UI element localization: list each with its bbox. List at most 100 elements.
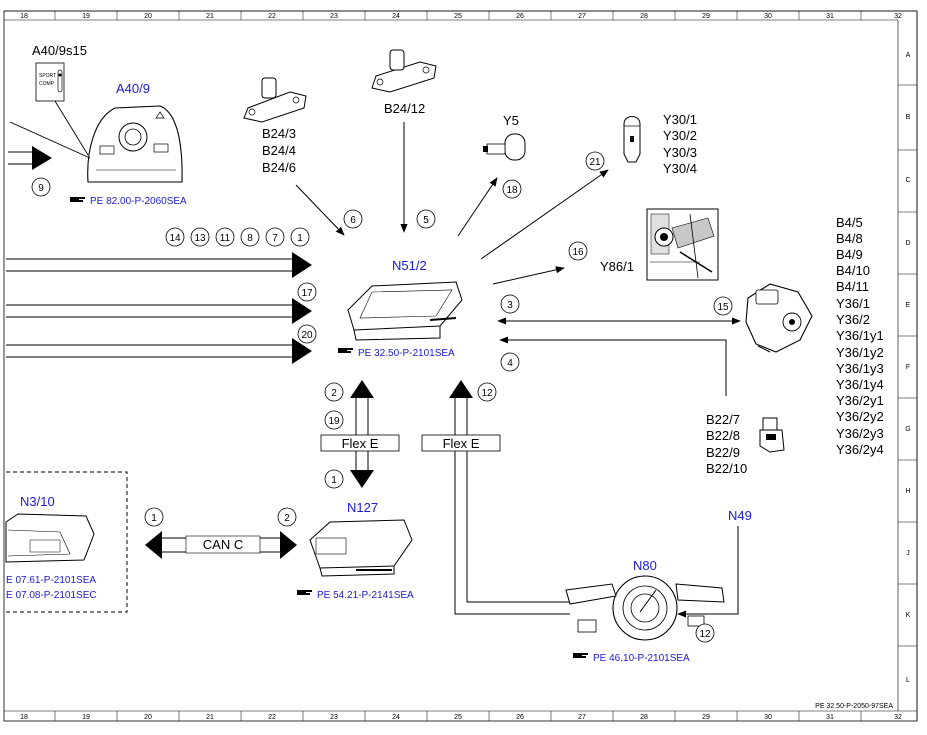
ruler-row: D (905, 240, 910, 247)
b22-sensor-icon (759, 417, 785, 453)
signal-arrow (295, 184, 345, 236)
signal-arrow (677, 526, 739, 618)
signal-number: 6 (350, 215, 356, 226)
label-y30-2: Y30/2 (663, 128, 697, 143)
signal-number: 2 (331, 388, 337, 399)
label-y30-4: Y30/4 (663, 161, 697, 176)
ruler-col: 19 (82, 714, 90, 721)
label-right-list: Y36/1 (836, 296, 870, 311)
ruler-col: 26 (516, 714, 524, 721)
ruler-row: F (906, 364, 910, 371)
ruler-col: 26 (516, 13, 524, 20)
signal-arrow (499, 336, 727, 396)
ruler-row: B (906, 114, 911, 121)
n3-10-dashed-frame (6, 471, 128, 613)
b24-12-sensor-icon (371, 49, 437, 93)
label-right-list: Y36/1y1 (836, 328, 884, 343)
label-a40-9: A40/9 (116, 81, 150, 96)
label-right-list: Y36/2y4 (836, 442, 884, 457)
ruler-row: H (905, 488, 910, 495)
label-y30-3: Y30/3 (663, 145, 697, 160)
can-c-tag (185, 535, 261, 554)
signal-number: 20 (301, 330, 313, 341)
n51-2-control-unit-icon (347, 281, 463, 341)
label-right-list: Y36/2 (836, 312, 870, 327)
signal-number: 17 (301, 288, 313, 299)
ruler-col: 30 (764, 13, 772, 20)
ruler-col: 21 (206, 13, 214, 20)
ruler-col: 20 (144, 13, 152, 20)
ruler-col: 23 (330, 714, 338, 721)
input-arrow-a40 (8, 146, 52, 170)
label-n3-10: N3/10 (20, 494, 55, 509)
signal-number: 1 (331, 475, 337, 486)
signal-number: 9 (38, 183, 44, 194)
signal-number: 19 (328, 416, 340, 427)
signal-number: 12 (699, 629, 711, 640)
ruler-col: 30 (764, 714, 772, 721)
label-b22-list: B22/10 (706, 461, 747, 476)
ruler-col: 32 (894, 714, 902, 721)
ruler-col: 28 (640, 13, 648, 20)
column-ruler-top: 18 19 20 21 22 23 24 25 26 27 28 29 30 3… (20, 11, 902, 20)
footer-reference: PE 32.50-P-2050-97SEA (815, 703, 893, 710)
signal-number: 4 (507, 358, 513, 369)
signal-arrow (492, 266, 565, 285)
flex-e-tag (421, 434, 501, 452)
ruler-row: L (906, 677, 910, 684)
label-b22-list: B22/9 (706, 445, 740, 460)
flex-e-bus-vertical (350, 380, 374, 488)
y86-1-photo (646, 208, 719, 281)
ruler-col: 28 (640, 714, 648, 721)
label-right-list: B4/9 (836, 247, 863, 262)
ruler-col: 31 (826, 714, 834, 721)
signal-number: 1 (297, 233, 303, 244)
ref-a40: PE 82.00-P-2060SEA (90, 196, 187, 207)
label-a40-9s15: A40/9s15 (32, 43, 87, 58)
n3-10-control-unit-icon (5, 513, 95, 563)
label-right-list: B4/11 (836, 279, 869, 294)
ruler-col: 24 (392, 714, 400, 721)
ruler-row: E (906, 302, 911, 309)
label-n49: N49 (728, 508, 752, 523)
ref-n3-2: E 07.08-P-2101SEC (6, 590, 97, 601)
y5-valve-icon (483, 133, 526, 161)
ruler-col: 21 (206, 714, 214, 721)
signal-number: 5 (423, 215, 429, 226)
ruler-col: 24 (392, 13, 400, 20)
signal-number: 21 (589, 157, 601, 168)
row-ruler: A B C D E F G H J K L (898, 52, 917, 684)
signal-number: 18 (506, 185, 518, 196)
signal-number: 1 (151, 513, 157, 524)
label-n127: N127 (347, 500, 378, 515)
ruler-col: 25 (454, 714, 462, 721)
label-b24-12: B24/12 (384, 101, 425, 116)
label-n51-2: N51/2 (392, 258, 427, 273)
camshaft-adjuster-icon (745, 283, 813, 353)
pointing-hand-icon (70, 197, 85, 202)
ref-n51: PE 32.50-P-2101SEA (358, 348, 455, 359)
ruler-row: C (905, 177, 910, 184)
label-y5: Y5 (503, 113, 519, 128)
n127-control-unit-icon (309, 519, 413, 577)
ruler-col: 27 (578, 714, 586, 721)
label-sport: SPORT (39, 73, 56, 79)
ref-n80: PE 46.10-P-2101SEA (593, 653, 690, 664)
label-y86-1: Y86/1 (600, 259, 634, 274)
label-right-list: Y36/2y2 (836, 409, 884, 424)
label-right-list: B4/8 (836, 231, 863, 246)
signal-number: 11 (220, 233, 231, 244)
label-right-list: Y36/1y3 (836, 361, 884, 376)
ruler-row: K (906, 612, 911, 619)
signal-arrow (457, 177, 498, 237)
label-right-list: Y36/1y2 (836, 345, 884, 360)
ruler-col: 18 (20, 13, 28, 20)
label-b22-list: B22/7 (706, 412, 740, 427)
label-right-list: B4/10 (836, 263, 870, 278)
pointing-hand-icon (338, 348, 353, 353)
signal-number: 8 (247, 233, 253, 244)
a40-9-control-panel-icon (87, 105, 183, 183)
column-ruler-bottom: 18 19 20 21 22 23 24 25 26 27 28 29 30 3… (20, 711, 902, 721)
ruler-col: 22 (268, 714, 276, 721)
